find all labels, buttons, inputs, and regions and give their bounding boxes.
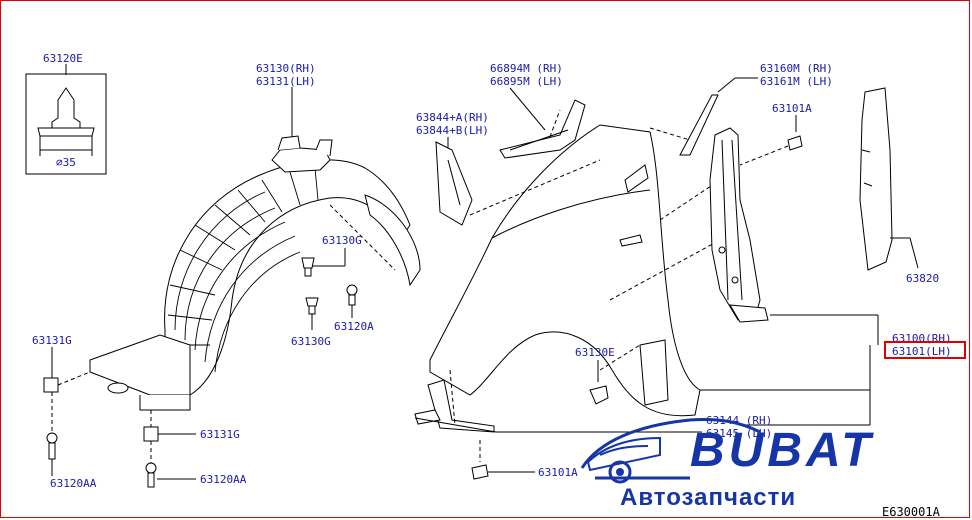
insulator-pad (859, 87, 893, 271)
trim-63160M: 63160M (RH) 63161M (LH) (679, 62, 833, 156)
screw-63101A-bottom: 63101A (471, 464, 578, 480)
diameter-label: ⌀35 (56, 156, 76, 169)
push-clip-icon (51, 87, 81, 129)
label-63160M[interactable]: 63160M (RH) (760, 62, 833, 75)
label-66894M[interactable]: 66894M (RH) (490, 62, 563, 75)
screw-icon (346, 284, 358, 296)
grommet-icon-63130E (589, 385, 609, 405)
brand-watermark: BUBAT Автозапчасти (580, 418, 874, 511)
clip-nut-icon-2 (143, 426, 159, 442)
fender-bracket (709, 127, 761, 321)
bolt-icon-2 (145, 462, 157, 474)
liner-fasteners: 63130G 63130G 63120A 63131G 63120AA 6313… (32, 234, 374, 490)
label-63101[interactable]: 63101(LH) (892, 345, 952, 358)
screw-63101A-top: 63101A (739, 102, 812, 166)
label-63820[interactable]: 63820 (906, 272, 939, 285)
label-63131[interactable]: 63131(LH) (256, 75, 316, 88)
leader-63100: 63100(RH) 63101(LH) (700, 314, 966, 426)
label-63844B[interactable]: 63844+B(LH) (416, 124, 489, 137)
drawing-code: E630001A (882, 505, 941, 519)
brand-name: BUBAT (690, 424, 874, 477)
pillar-bracket (709, 127, 769, 323)
car-logo-icon (580, 418, 761, 469)
label-63130[interactable]: 63130(RH) (256, 62, 316, 75)
label-63120AA-a[interactable]: 63120AA (50, 477, 97, 490)
clip-63120E: 63120E ⌀35 (25, 52, 107, 175)
highlight-box-63101 (884, 341, 966, 359)
grommet-icon-2 (305, 297, 319, 307)
brand-subtitle: Автозапчасти (620, 484, 796, 511)
bolt-icon (46, 432, 58, 444)
label-63120AA-b[interactable]: 63120AA (200, 473, 247, 486)
label-63101A-bottom[interactable]: 63101A (538, 466, 578, 479)
label-63131G-a[interactable]: 63131G (32, 334, 72, 347)
seal-66894M: 66894M (RH) 66895M (LH) (490, 62, 586, 159)
liner-shell (164, 159, 411, 396)
molding-63844: 63844+A(RH) 63844+B(LH) (416, 111, 489, 226)
insulator-63820: 63820 (859, 87, 939, 285)
label-66895M[interactable]: 66895M (LH) (490, 75, 563, 88)
clip-nut-icon (43, 377, 59, 393)
label-63120E[interactable]: 63120E (43, 52, 83, 65)
label-63130G-b[interactable]: 63130G (291, 335, 331, 348)
fender-panel (429, 124, 701, 417)
label-63100[interactable]: 63100(RH) (892, 332, 952, 345)
grommet-63130E: 63130E (575, 346, 615, 405)
grommet-icon (301, 257, 315, 269)
fender-liner: 63130(RH) 63131(LH) (89, 62, 421, 411)
label-63130E[interactable]: 63130E (575, 346, 615, 359)
screw-icon-bottom (471, 464, 489, 480)
clip-detail-box (25, 73, 107, 175)
label-63144[interactable]: 63144 (RH) (706, 414, 772, 427)
label-63101A-top[interactable]: 63101A (772, 102, 812, 115)
screw-icon-top (787, 135, 803, 151)
liner-splash-panel (89, 334, 191, 396)
label-63844A[interactable]: 63844+A(RH) (416, 111, 489, 124)
label-63120A[interactable]: 63120A (334, 320, 374, 333)
front-fender (414, 109, 721, 462)
label-63161M[interactable]: 63161M (LH) (760, 75, 833, 88)
label-63130G-a[interactable]: 63130G (322, 234, 362, 247)
label-63131G-b[interactable]: 63131G (200, 428, 240, 441)
